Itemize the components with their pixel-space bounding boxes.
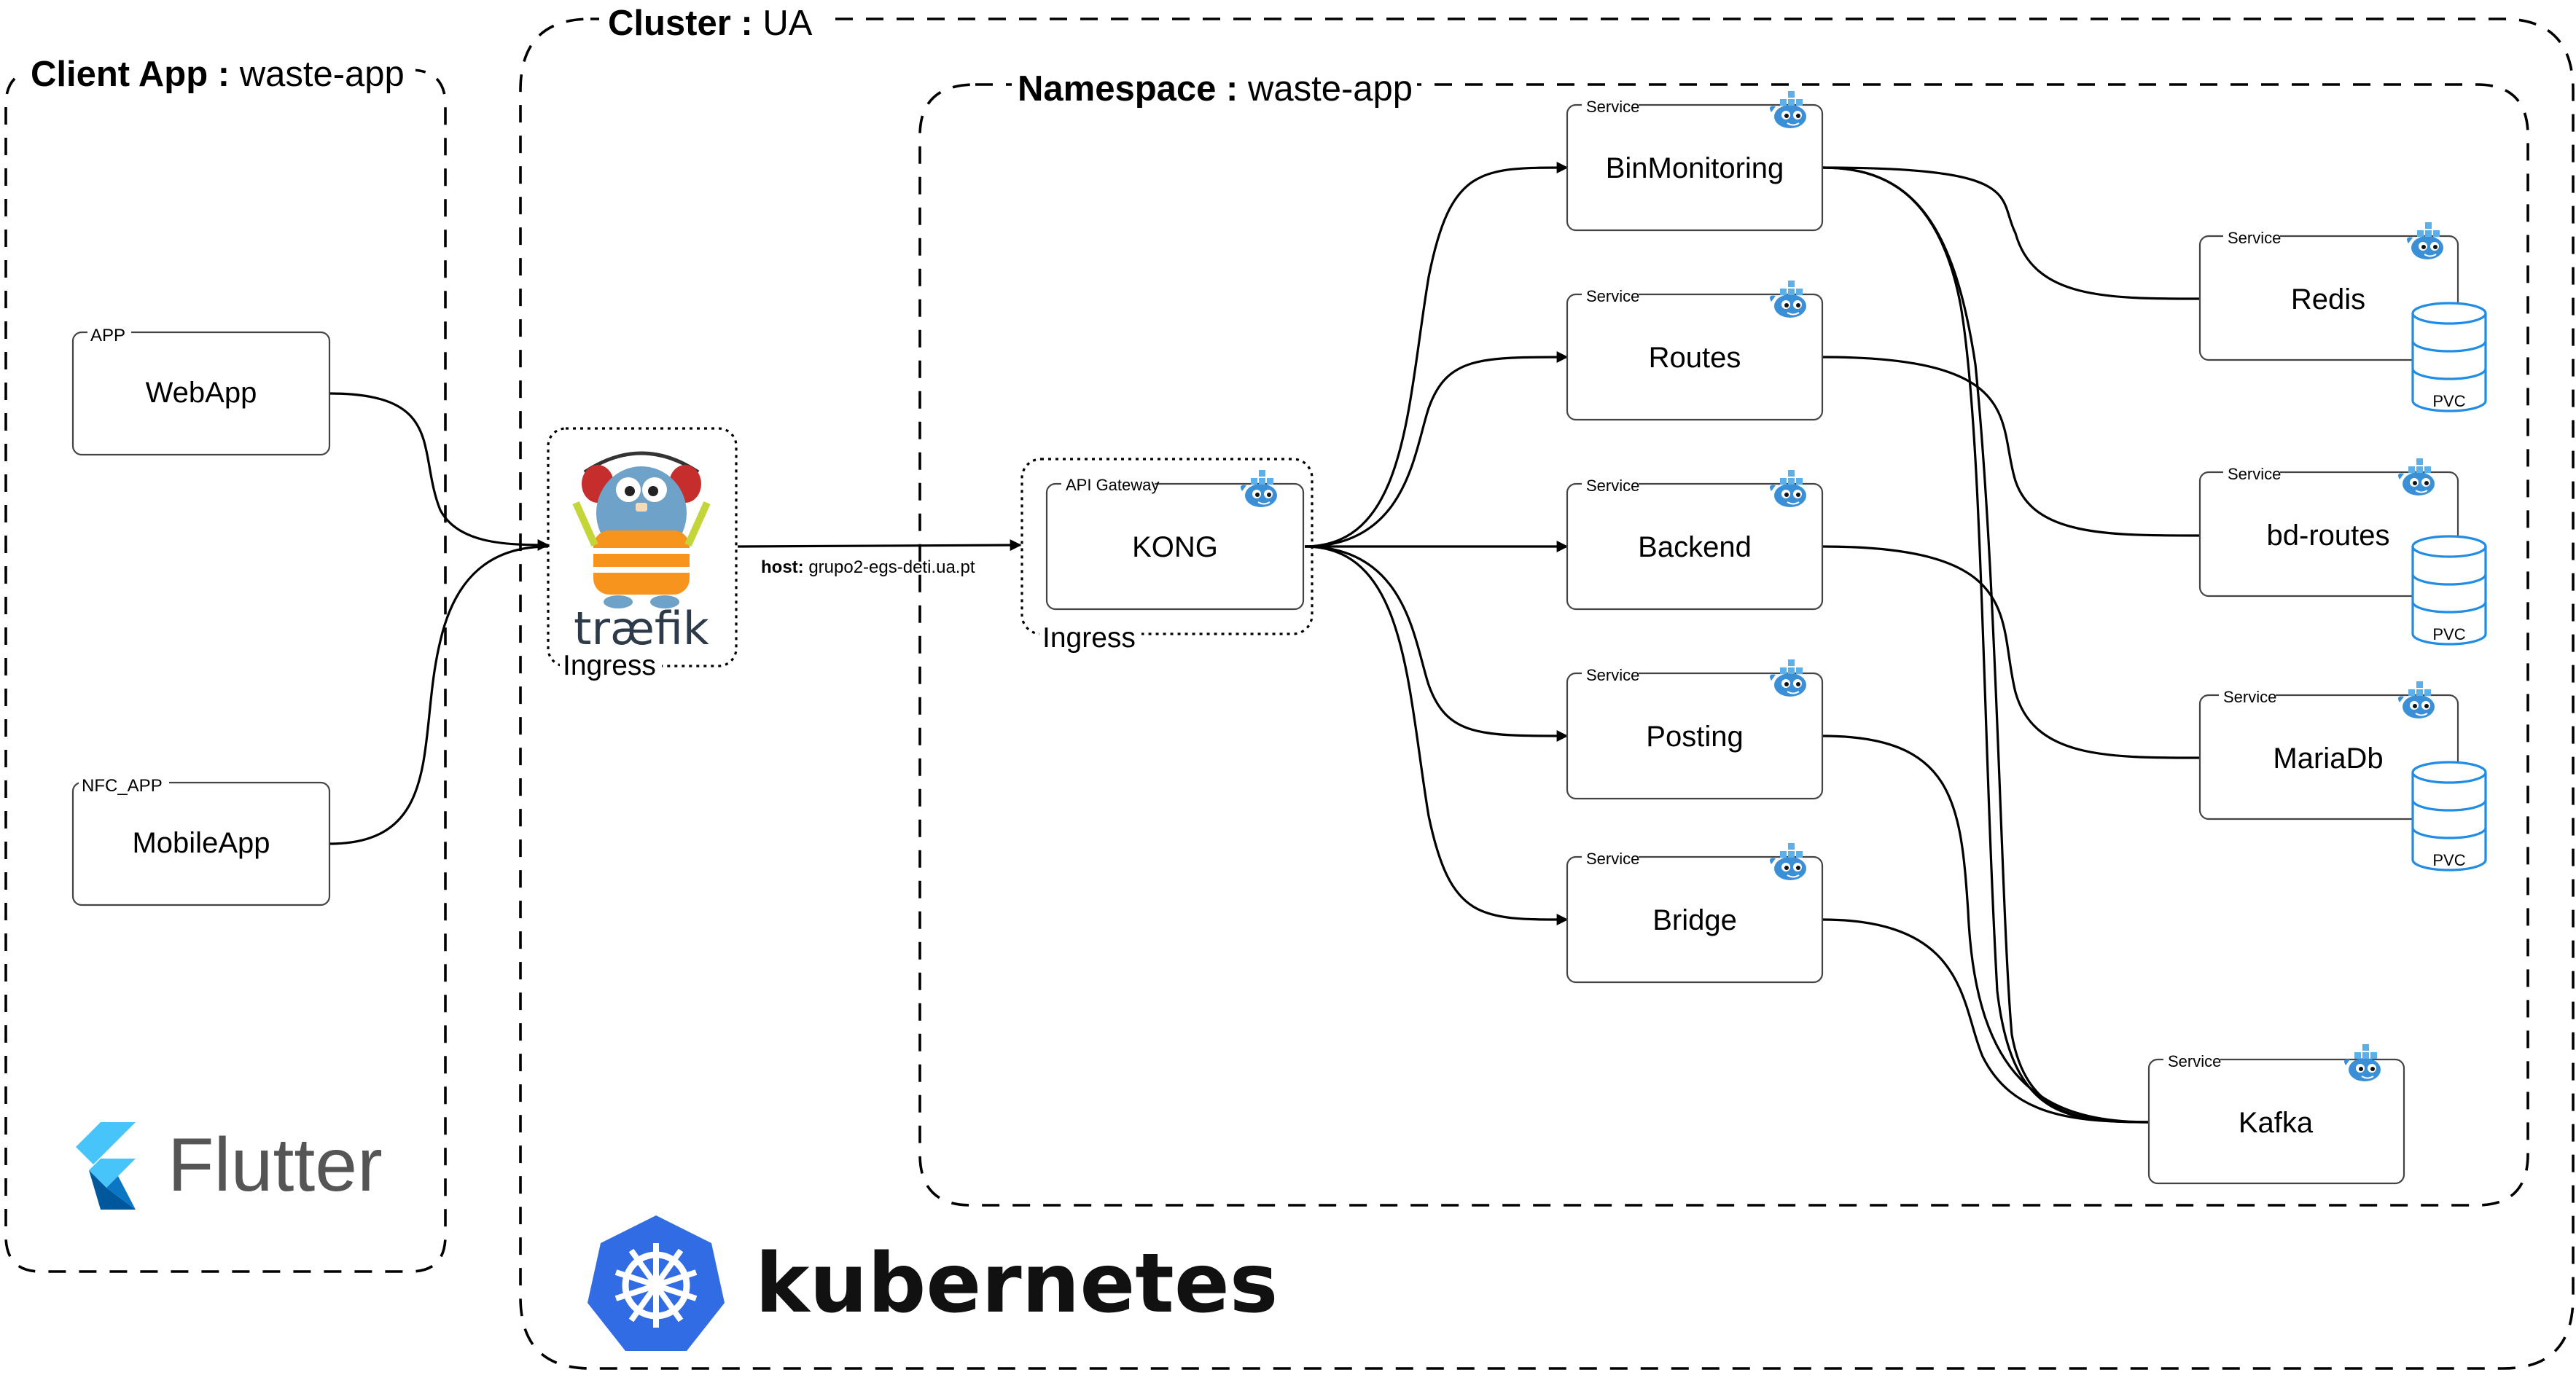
kubernetes-text: kubernetes — [755, 1237, 1278, 1331]
service-posting[interactable]: Service Posting — [1566, 659, 1824, 800]
mariadb-label: MariaDb — [2273, 743, 2383, 775]
edge-mobileapp-traefik — [329, 545, 549, 845]
edge-webapp-traefik — [329, 392, 550, 551]
webapp-tag: APP — [90, 326, 125, 345]
posting-tag: Service — [1586, 666, 1639, 684]
namespace-group: Namespace : waste-app — [918, 61, 2529, 1207]
client-app-group: Client App : waste-app — [4, 45, 447, 1273]
edge-binmonitoring-redis — [1822, 166, 2201, 300]
webapp-label: WebApp — [146, 377, 257, 409]
kong-label: KONG — [1132, 531, 1218, 563]
kong-ingress[interactable]: API Gateway KONG Ingress — [1020, 458, 1314, 654]
service-mariadb[interactable]: Service MariaDb PVC — [2198, 681, 2487, 871]
service-bridge[interactable]: Service Bridge — [1566, 842, 1824, 984]
routes-tag: Service — [1586, 287, 1639, 305]
mariadb-tag: Service — [2223, 688, 2276, 706]
webapp-node[interactable]: APP WebApp — [71, 324, 331, 456]
traefik-caption: Ingress — [563, 650, 656, 681]
kong-tag: API Gateway — [1066, 476, 1159, 494]
edge-kong-posting — [1304, 545, 1569, 742]
edge-binmonitoring-kafka-b — [1822, 166, 2150, 1124]
mariadb-pvc-label: PVC — [2432, 851, 2465, 869]
service-binmonitoring[interactable]: Service BinMonitoring — [1566, 90, 1824, 232]
posting-label: Posting — [1646, 721, 1743, 753]
edge-bridge-kafka — [1822, 918, 2150, 1124]
traefik-gopher-icon — [572, 451, 711, 608]
edge-kong-binmonitoring — [1304, 162, 1569, 548]
bdroutes-tag: Service — [2228, 465, 2281, 483]
bridge-tag: Service — [1586, 850, 1639, 868]
routes-label: Routes — [1649, 342, 1741, 374]
cluster-title: Cluster : UA — [608, 4, 813, 43]
edge-posting-kafka — [1822, 734, 2150, 1124]
edge-routes-bdroutes — [1822, 356, 2201, 537]
mobileapp-tag: NFC_APP — [82, 776, 163, 796]
kong-caption: Ingress — [1042, 622, 1136, 654]
service-redis[interactable]: Service Redis PVC — [2198, 222, 2487, 412]
bdroutes-label: bd-routes — [2267, 520, 2390, 552]
service-kafka[interactable]: Service Kafka — [2147, 1043, 2405, 1185]
edge-traefik-kong — [737, 539, 1022, 552]
redis-label: Redis — [2291, 283, 2365, 316]
bdroutes-pvc-label: PVC — [2432, 625, 2465, 643]
namespace-title: Namespace : waste-app — [1018, 69, 1413, 109]
flutter-logo: Flutter — [76, 1122, 383, 1210]
kubernetes-helm-icon — [588, 1215, 725, 1351]
service-backend[interactable]: Service Backend — [1566, 469, 1824, 611]
client-app-title: Client App : waste-app — [31, 55, 405, 94]
cluster-group: Cluster : UA — [519, 0, 2575, 1370]
host-label: host: grupo2-egs-deti.ua.pt — [761, 557, 975, 577]
redis-pvc-label: PVC — [2432, 392, 2465, 410]
flutter-logo-icon — [76, 1122, 136, 1210]
edge-backend-mariadb — [1822, 545, 2201, 759]
mobileapp-label: MobileApp — [132, 827, 270, 859]
bridge-label: Bridge — [1652, 904, 1737, 936]
connectors — [329, 162, 2201, 1124]
kafka-tag: Service — [2168, 1052, 2221, 1070]
redis-tag: Service — [2228, 229, 2281, 247]
edge-kong-bridge — [1304, 545, 1569, 925]
backend-tag: Service — [1586, 477, 1639, 495]
kubernetes-logo: kubernetes — [588, 1215, 1278, 1351]
service-routes[interactable]: Service Routes — [1566, 280, 1824, 421]
mobileapp-node[interactable]: NFC_APP MobileApp — [71, 774, 331, 906]
backend-label: Backend — [1638, 531, 1752, 563]
binmonitoring-label: BinMonitoring — [1606, 152, 1784, 184]
binmonitoring-tag: Service — [1586, 98, 1639, 116]
kafka-label: Kafka — [2239, 1107, 2314, 1139]
flutter-text: Flutter — [168, 1123, 383, 1207]
edge-binmonitoring-kafka-a — [1822, 166, 2150, 1124]
edge-kong-routes — [1304, 351, 1569, 548]
traefik-ingress[interactable]: træfik Ingress — [547, 427, 738, 681]
service-bd-routes[interactable]: Service bd-routes PVC — [2198, 458, 2487, 646]
traefik-logo-text: træfik — [574, 602, 709, 655]
